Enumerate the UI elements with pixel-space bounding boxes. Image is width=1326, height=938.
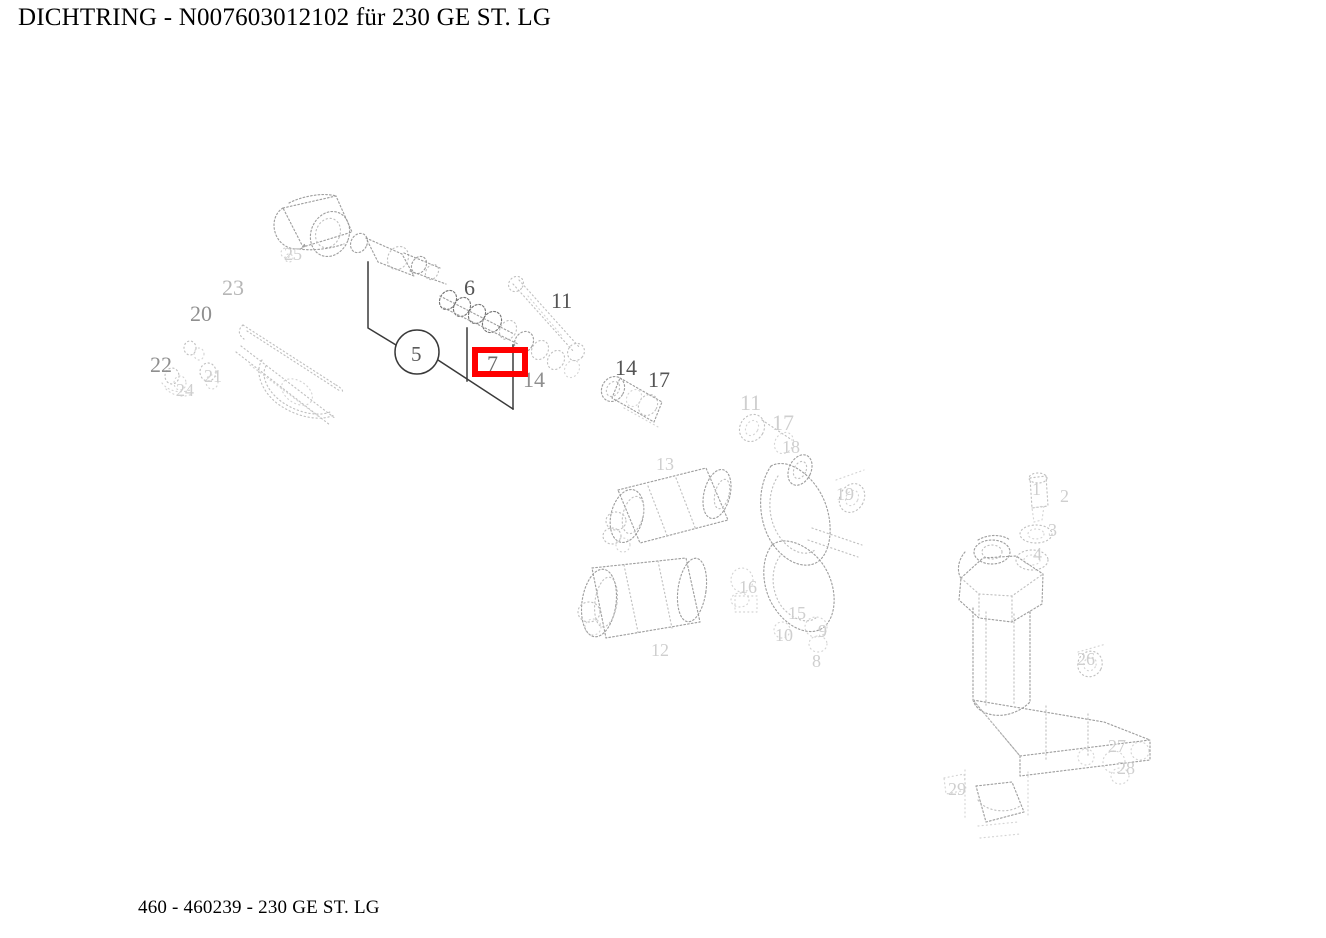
callout-10: 10 [775,625,793,645]
callout-21: 21 [204,366,222,386]
highlighted-part-box[interactable] [472,347,528,377]
callout-25: 25 [284,244,302,264]
callout-26: 26 [1077,649,1095,669]
fitting-group-14-17 [600,375,663,429]
center-bracket-assembly [730,413,866,653]
callout-20: 20 [190,301,212,326]
callout-13: 13 [656,454,674,474]
upper-left-assembly [273,193,447,285]
callout-29: 29 [948,779,966,799]
highlighted-part-label: 7 [487,351,498,376]
callout-19: 19 [836,484,854,504]
right-filter-assembly [943,472,1151,839]
callout-12: 12 [651,640,669,660]
callout-4: 4 [1033,544,1042,564]
callout-3: 3 [1048,520,1057,540]
mid-canister-lower [577,557,708,639]
callout-17-b: 17 [772,410,794,435]
callout-18: 18 [782,437,800,457]
callout-14-a: 14 [523,367,545,392]
callout-24: 24 [176,380,194,400]
left-rod-assembly [161,324,344,426]
callout-17-a: 17 [648,367,670,392]
callout-16: 16 [739,577,757,597]
callout-8: 8 [812,651,821,671]
mid-upper-fittings [438,275,586,379]
callout-9: 9 [818,621,827,641]
callout-bubble-circle [394,329,440,375]
callout-11-b: 11 [740,390,762,415]
callout-2: 2 [1060,486,1069,506]
callout-bubble-label: 5 [411,342,422,366]
callout-leader-lines [367,261,515,411]
callout-6: 6 [464,275,475,300]
mid-canister-upper [602,467,732,553]
callout-15: 15 [788,603,806,623]
callout-28: 28 [1117,758,1135,778]
callout-11-a: 11 [551,288,573,313]
page-footer: 460 - 460239 - 230 GE ST. LG [138,897,380,918]
callout-27: 27 [1108,736,1126,756]
page-title: DICHTRING - N007603012102 für 230 GE ST.… [18,4,552,31]
callout-1: 1 [1032,479,1041,499]
callout-14-b: 14 [615,355,637,380]
callout-22: 22 [150,352,172,377]
callout-23: 23 [222,275,244,300]
